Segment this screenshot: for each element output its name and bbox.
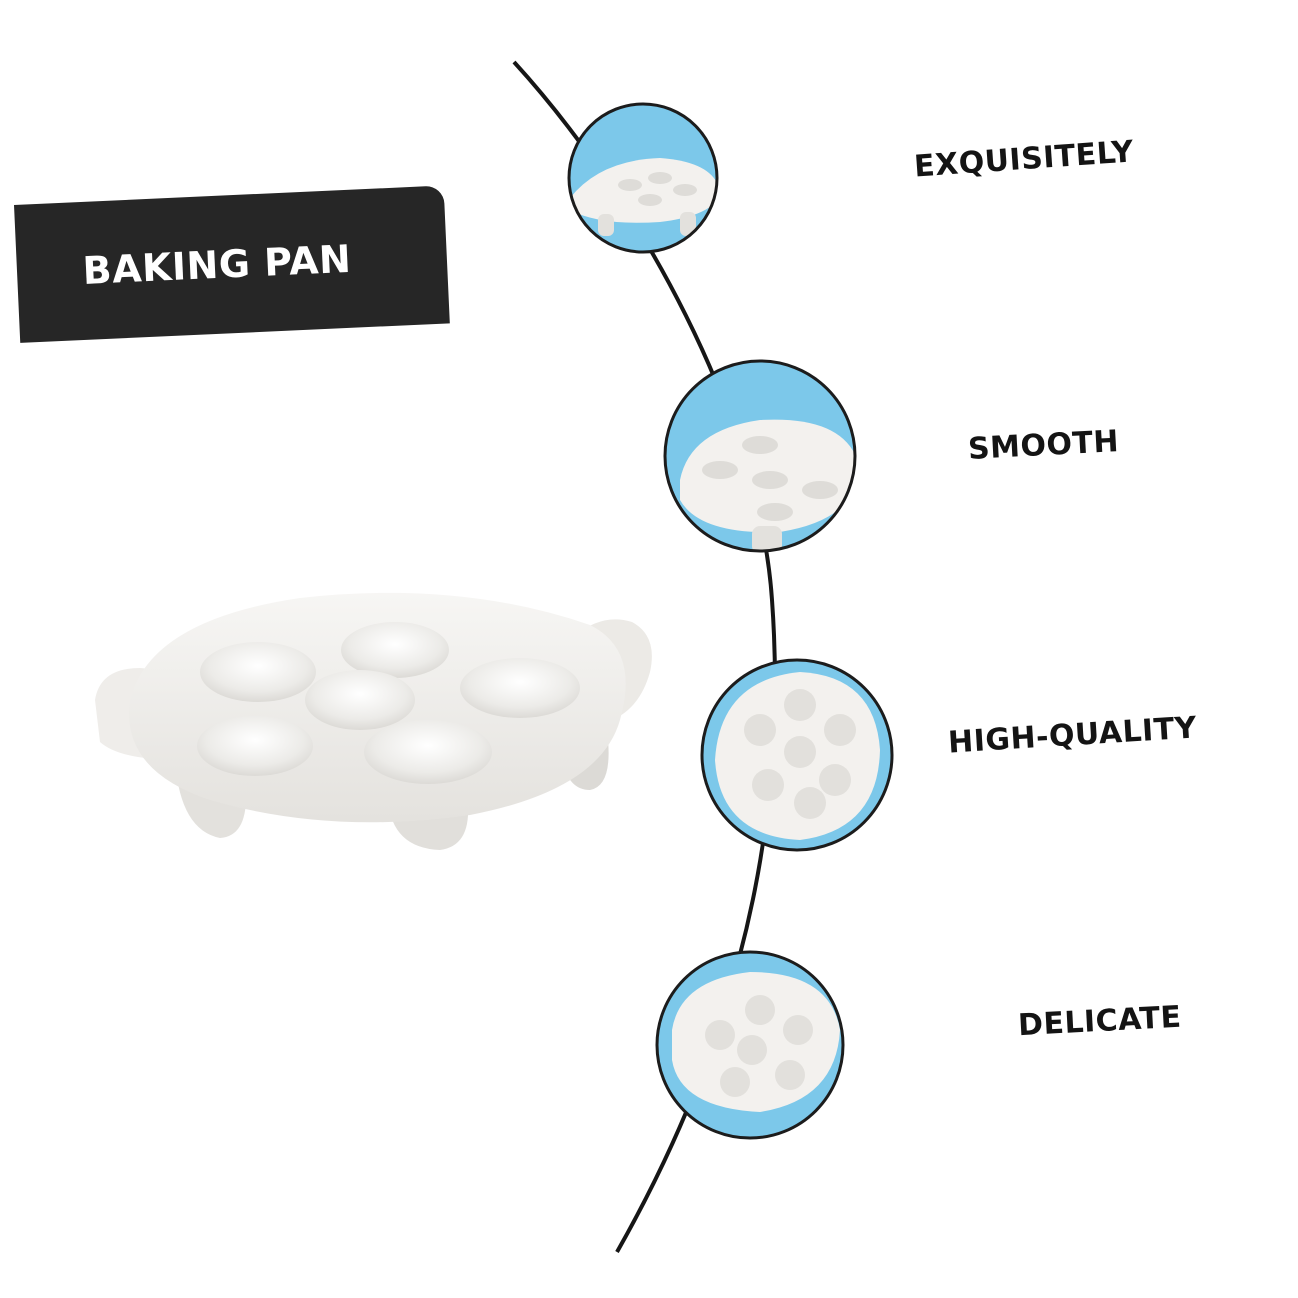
detail-circle-high-quality [700,658,894,852]
title-banner: BAKING PAN [14,185,450,343]
baking-tray-image [95,592,652,850]
detail-circle-smooth [663,359,857,553]
detail-circle-delicate [655,950,845,1140]
detail-circle-exquisitely [567,102,719,254]
banner-title: BAKING PAN [81,236,353,293]
